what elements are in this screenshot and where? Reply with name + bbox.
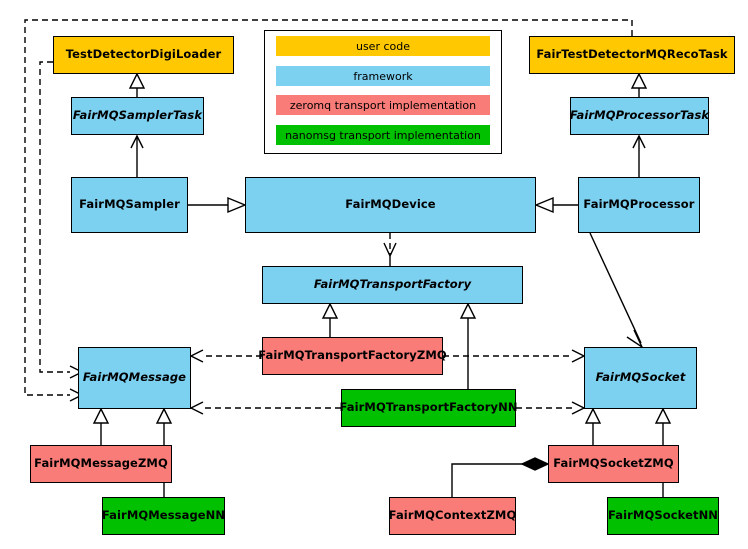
legend-label: user code [355, 39, 411, 53]
class-label: FairMQContextZMQ [388, 508, 517, 523]
edge-contextzmq-socketzmq [451, 463, 534, 497]
legend-label: zeromq transport implementation [289, 98, 477, 112]
arrowhead-hollow-triangle [584, 407, 602, 424]
class-label: FairMQTransportFactory [313, 277, 472, 292]
arrowhead-hollow-triangle [654, 407, 672, 424]
class-node-fairmqtransportfactorynn[interactable]: FairMQTransportFactoryNN [339, 389, 518, 427]
arrowhead-hollow-triangle [92, 407, 110, 424]
legend-item-zeromq: zeromq transport implementation [276, 95, 490, 115]
arrowhead-open-v [632, 134, 646, 149]
legend-label: framework [353, 69, 413, 83]
edge-digiloader-message [39, 61, 70, 373]
arrowhead-open-v [571, 401, 586, 415]
class-node-testdetectordigiloader[interactable]: TestDetectorDigiLoader [53, 36, 234, 74]
class-node-fairmqsocketzmq[interactable]: FairMQSocketZMQ [548, 445, 679, 483]
class-node-fairmqprocessor[interactable]: FairMQProcessor [578, 177, 700, 233]
arrowhead-open-v [571, 349, 586, 363]
class-node-fairtestdetectormqrecotask[interactable]: FairTestDetectorMQRecoTask [529, 36, 735, 74]
class-label: TestDetectorDigiLoader [65, 47, 222, 62]
diamond-composition-icon [520, 457, 550, 471]
class-node-fairmqtransportfactoryzmq[interactable]: FairMQTransportFactoryZMQ [258, 337, 447, 375]
class-label: FairTestDetectorMQRecoTask [536, 47, 728, 62]
class-label: FairMQProcessor [583, 197, 695, 212]
class-node-fairmqdevice[interactable]: FairMQDevice [245, 177, 536, 233]
class-label: FairMQMessageZMQ [34, 456, 168, 471]
class-label: FairMQTransportFactoryZMQ [258, 348, 447, 363]
legend-item-user-code: user code [276, 36, 490, 56]
class-label: FairMQMessage [82, 370, 187, 385]
class-node-fairmqmessage[interactable]: FairMQMessage [78, 347, 191, 409]
class-label: FairMQDevice [345, 197, 436, 212]
arrowhead-hollow-triangle [630, 72, 648, 89]
class-node-fairmqprocessortask[interactable]: FairMQProcessorTask [570, 97, 709, 135]
class-node-fairmqmessagezmq[interactable]: FairMQMessageZMQ [30, 445, 172, 483]
class-label: FairMQProcessorTask [569, 108, 710, 123]
arrowhead-open-v [130, 134, 144, 149]
class-label: FairMQMessageNN [101, 508, 226, 523]
class-node-fairmqsamplertask[interactable]: FairMQSamplerTask [71, 97, 204, 135]
arrowhead-hollow-triangle [128, 72, 146, 89]
edge-recotask-message [24, 19, 633, 396]
class-node-fairmqcontextzmq[interactable]: FairMQContextZMQ [389, 497, 516, 535]
arrowhead-hollow-triangle [534, 196, 554, 214]
arrowhead-hollow-triangle [227, 196, 247, 214]
class-label: FairMQSampler [79, 197, 180, 212]
class-label: FairMQSocket [595, 370, 686, 385]
class-node-fairmqmessagenn[interactable]: FairMQMessageNN [102, 497, 225, 535]
arrowhead-open-v [189, 401, 204, 415]
class-node-fairmqsocketnn[interactable]: FairMQSocketNN [607, 497, 719, 535]
edge-device-socket [589, 232, 642, 344]
class-label: FairMQTransportFactoryNN [339, 400, 518, 415]
arrowhead-hollow-triangle [321, 302, 339, 319]
legend-item-nanomsg: nanomsg transport implementation [276, 125, 490, 145]
legend-item-framework: framework [276, 66, 490, 86]
class-label: FairMQSamplerTask [72, 108, 203, 123]
legend-label: nanomsg transport implementation [285, 128, 481, 142]
arrowhead-open-v [626, 329, 644, 349]
arrowhead-hollow-triangle [459, 302, 477, 319]
class-node-fairmqtransportfactory[interactable]: FairMQTransportFactory [262, 266, 523, 304]
class-node-fairmqsampler[interactable]: FairMQSampler [71, 177, 188, 233]
class-node-fairmqsocket[interactable]: FairMQSocket [584, 347, 697, 409]
arrowhead-open-v [189, 349, 204, 363]
class-label: FairMQSocketNN [607, 508, 719, 523]
arrowhead-hollow-triangle [155, 407, 173, 424]
class-label: FairMQSocketZMQ [553, 456, 674, 471]
